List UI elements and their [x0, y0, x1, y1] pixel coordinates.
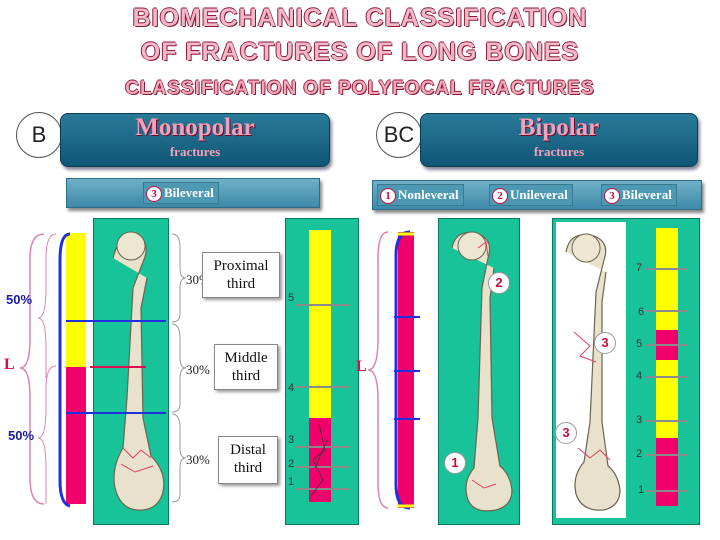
- monopolar-subtitle: fractures: [169, 144, 221, 159]
- left-ruler-magenta: [309, 418, 331, 502]
- section-letter-b: B: [16, 112, 62, 158]
- tag-number: 3: [604, 188, 620, 204]
- pct-middle: 30%: [186, 362, 210, 377]
- right-tick-5: [646, 344, 688, 346]
- third-box-distal: Distal third: [218, 436, 278, 484]
- tag-number: 2: [492, 188, 508, 204]
- marker-1: 1: [444, 452, 466, 474]
- right-tick-4: [646, 376, 688, 378]
- right-level-line-3: [394, 418, 420, 420]
- marker-3-lower: 3: [555, 422, 577, 444]
- right-ruler-yellow-bottom: [656, 360, 678, 438]
- bipolar-banner: Bipolar fractures: [420, 113, 698, 167]
- third-line2: third: [233, 460, 263, 476]
- left-scale-magenta: [66, 367, 86, 504]
- left-blue-bracket: [58, 232, 71, 508]
- pct-bottom-label: 50%: [8, 428, 35, 443]
- left-tick-3: [296, 446, 350, 448]
- tag-label: Nonleveral: [398, 187, 459, 202]
- length-label-right: L: [356, 358, 367, 375]
- right-tick-2: [646, 454, 688, 456]
- left-tick-label: 2: [288, 458, 295, 470]
- right-tick-label: 2: [636, 448, 643, 460]
- left-length-brace: [19, 233, 57, 505]
- tag-label: Unileveral: [510, 187, 568, 202]
- femur-bone-bipolar-1: [451, 231, 513, 512]
- right-ruler-yellow-top: [656, 228, 678, 330]
- tag-label: Bileveral: [622, 187, 672, 202]
- right-tick-label: 6: [638, 306, 645, 318]
- left-tick-label: 3: [288, 434, 295, 446]
- section-letter-bc: BC: [376, 112, 422, 158]
- left-tick-4: [296, 386, 350, 388]
- marker-3-upper: 3: [594, 332, 616, 354]
- right-tick-6: [646, 310, 688, 312]
- third-box-middle: Middle third: [214, 344, 278, 390]
- monopolar-banner: Monopolar fractures: [60, 113, 330, 167]
- right-tick-7: [646, 268, 688, 270]
- fracture-lines-ruler: [310, 423, 328, 497]
- third-line1: Distal: [230, 442, 266, 458]
- left-tick-label: 1: [288, 476, 295, 488]
- right-level-line-2: [394, 370, 420, 372]
- pct-top-label: 50%: [6, 292, 33, 307]
- third-line1: Proximal: [213, 258, 269, 274]
- right-tick-label: 7: [636, 262, 643, 274]
- bipolar-title: Bipolar: [518, 114, 600, 141]
- left-tick-1: [296, 488, 350, 490]
- right-length-brace: [367, 231, 389, 509]
- monopolar-title: Monopolar: [135, 114, 255, 141]
- right-level-line-1: [394, 316, 420, 318]
- right-tick-label: 1: [638, 484, 645, 496]
- thirds-braces: [171, 233, 187, 503]
- third-line2: third: [231, 368, 261, 384]
- femur-bone-left: [112, 231, 165, 511]
- right-tick-label: 3: [636, 414, 643, 426]
- left-midline: [90, 366, 146, 368]
- subtitle: CLASSIFICATION OF POLYFOCAL FRACTURES: [125, 78, 595, 99]
- right-tick-3: [646, 420, 688, 422]
- third-box-proximal: Proximal third: [202, 252, 280, 298]
- pct-distal: 30%: [186, 452, 210, 467]
- left-tick-label: 5: [288, 292, 295, 304]
- left-scale-yellow: [66, 233, 86, 367]
- femur-bone-bipolar-2: [565, 233, 621, 511]
- right-tick-1: [646, 490, 688, 492]
- left-tick-2: [296, 466, 350, 468]
- left-level-line-top: [66, 320, 166, 322]
- main-title-line1: BIOMECHANICAL CLASSIFICATION: [132, 4, 588, 32]
- tag-label: Bileveral: [164, 185, 214, 200]
- third-line2: third: [226, 276, 256, 292]
- right-ruler-magenta-bottom: [656, 438, 678, 506]
- left-level-line-bottom: [66, 412, 166, 414]
- left-tick-label: 4: [288, 382, 295, 394]
- left-ruler-yellow: [309, 230, 331, 418]
- third-line1: Middle: [224, 350, 268, 366]
- length-label-left: L: [4, 356, 15, 373]
- right-tick-label: 5: [636, 338, 643, 350]
- bipolar-subtitle: fractures: [533, 144, 585, 159]
- left-tick-5: [296, 304, 350, 306]
- tag-number: 3: [146, 186, 162, 202]
- right-tick-label: 4: [636, 370, 643, 382]
- main-title-line2: OF FRACTURES OF LONG BONES: [140, 38, 580, 66]
- marker-2: 2: [488, 272, 510, 294]
- tag-number: 1: [380, 188, 396, 204]
